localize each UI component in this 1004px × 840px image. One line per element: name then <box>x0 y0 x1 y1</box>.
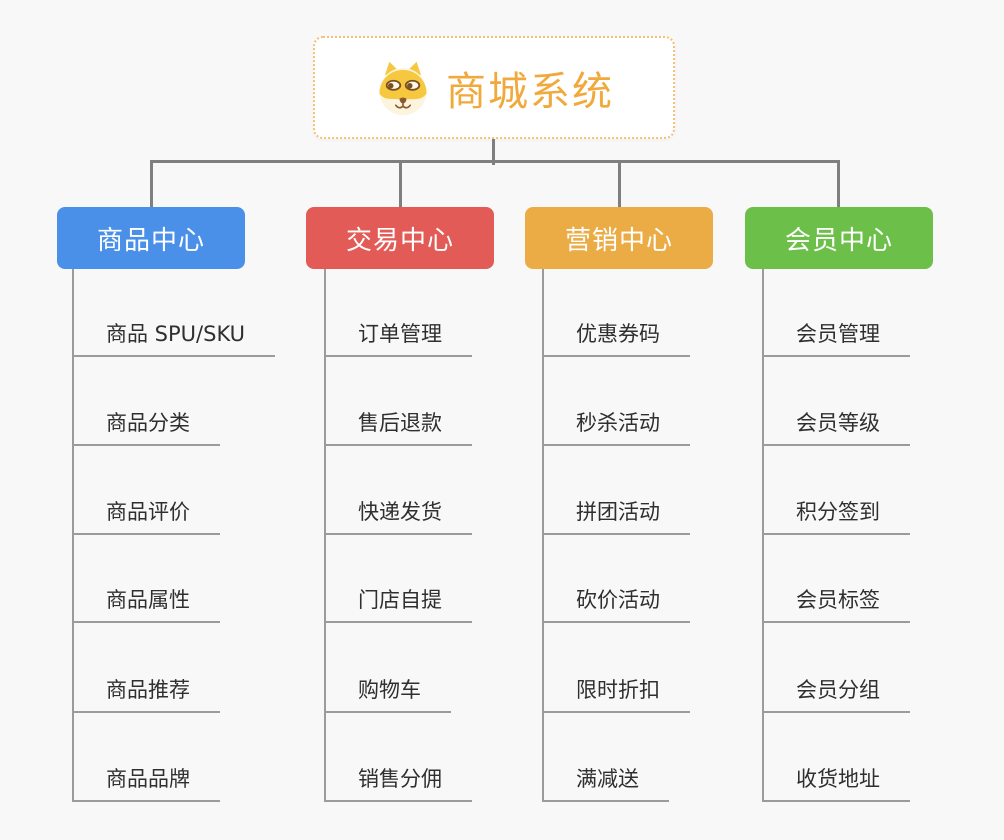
leaf-item[interactable]: 购物车 <box>324 676 451 713</box>
connector-drop <box>618 160 621 207</box>
leaf-item[interactable]: 会员标签 <box>762 586 910 623</box>
branch-children-trade-center: 订单管理 售后退款 快递发货 门店自提 购物车 销售分佣 <box>324 269 574 804</box>
leaf-item[interactable]: 拼团活动 <box>542 498 690 535</box>
branch-node-trade-center[interactable]: 交易中心 <box>306 207 494 269</box>
leaf-item[interactable]: 优惠券码 <box>542 320 690 357</box>
leaf-item[interactable]: 满减送 <box>542 765 669 802</box>
leaf-item[interactable]: 订单管理 <box>324 320 472 357</box>
connector-bus <box>150 160 840 163</box>
leaf-item[interactable]: 会员等级 <box>762 409 910 446</box>
leaf-item[interactable]: 会员分组 <box>762 676 910 713</box>
branch-vline <box>324 269 326 802</box>
branch-vline <box>72 269 74 802</box>
leaf-item[interactable]: 商品属性 <box>72 586 220 623</box>
leaf-item[interactable]: 商品推荐 <box>72 676 220 713</box>
branch-node-marketing-center[interactable]: 营销中心 <box>525 207 713 269</box>
leaf-item[interactable]: 快递发货 <box>324 498 472 535</box>
root-title: 商城系统 <box>446 68 614 115</box>
branch-children-marketing-center: 优惠券码 秒杀活动 拼团活动 砍价活动 限时折扣 满减送 <box>542 269 792 804</box>
leaf-item[interactable]: 会员管理 <box>762 320 910 357</box>
connector-drop <box>837 160 840 207</box>
leaf-item[interactable]: 秒杀活动 <box>542 409 690 446</box>
branch-node-product-center[interactable]: 商品中心 <box>57 207 245 269</box>
leaf-item[interactable]: 商品 SPU/SKU <box>72 320 276 357</box>
connector-drop <box>150 160 153 207</box>
branch-children-product-center: 商品 SPU/SKU 商品分类 商品评价 商品属性 商品推荐 商品品牌 <box>72 269 322 804</box>
leaf-item[interactable]: 砍价活动 <box>542 586 690 623</box>
leaf-item[interactable]: 商品品牌 <box>72 765 220 802</box>
leaf-item[interactable]: 限时折扣 <box>542 676 690 713</box>
branch-vline <box>542 269 544 802</box>
branch-vline <box>762 269 764 802</box>
leaf-item[interactable]: 收货地址 <box>762 765 910 802</box>
root-node[interactable]: 商城系统 <box>313 36 675 139</box>
connector-drop <box>399 160 402 207</box>
connector-root-stub <box>492 139 495 165</box>
leaf-item[interactable]: 销售分佣 <box>324 765 472 802</box>
leaf-item[interactable]: 积分签到 <box>762 498 910 535</box>
leaf-item[interactable]: 售后退款 <box>324 409 472 446</box>
leaf-item[interactable]: 门店自提 <box>324 586 472 623</box>
shiba-dog-icon <box>379 61 427 115</box>
branch-children-member-center: 会员管理 会员等级 积分签到 会员标签 会员分组 收货地址 <box>762 269 1004 804</box>
branch-node-member-center[interactable]: 会员中心 <box>745 207 933 269</box>
leaf-item[interactable]: 商品分类 <box>72 409 220 446</box>
leaf-item[interactable]: 商品评价 <box>72 498 220 535</box>
